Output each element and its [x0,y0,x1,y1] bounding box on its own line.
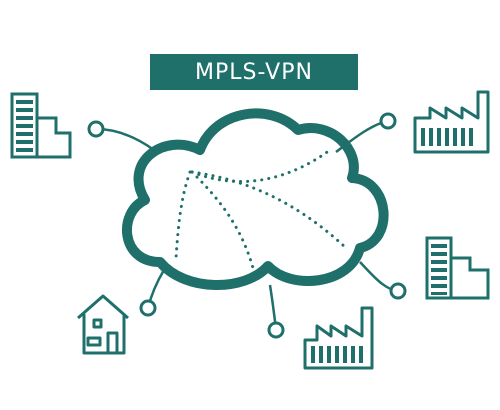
factory-icon [413,90,490,154]
connector-nodes [87,112,407,339]
connector-node-icon [139,299,157,317]
dotted-route-center [190,170,258,282]
dotted-route-right [190,170,348,250]
dotted-route-top [190,148,332,184]
house-icon [77,294,129,355]
connector-line-office-left [95,127,155,152]
connector-node-icon [389,282,407,300]
office-building-icon [425,236,490,300]
diagram-title: MPLS-VPN [150,54,358,90]
dotted-routes [174,148,348,282]
connector-node-icon [267,321,285,339]
connector-node-icon [87,120,105,138]
office-building-icon [10,92,72,159]
dotted-route-left [174,170,192,260]
connector-node-icon [379,112,397,130]
factory-icon [303,306,374,370]
cloud-icon [122,108,389,290]
